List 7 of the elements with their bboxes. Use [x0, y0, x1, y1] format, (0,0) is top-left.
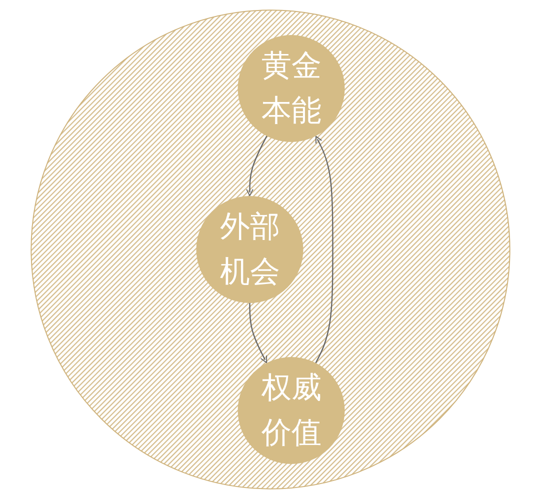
cluster	[30, 10, 510, 490]
arrow	[315, 136, 334, 364]
arrow	[246, 135, 268, 196]
node-circle: 外部机会	[196, 196, 304, 303]
node-circle: 权威价值	[238, 357, 345, 464]
node-circle: 黄金本能	[238, 35, 345, 142]
arrow	[249, 302, 268, 364]
